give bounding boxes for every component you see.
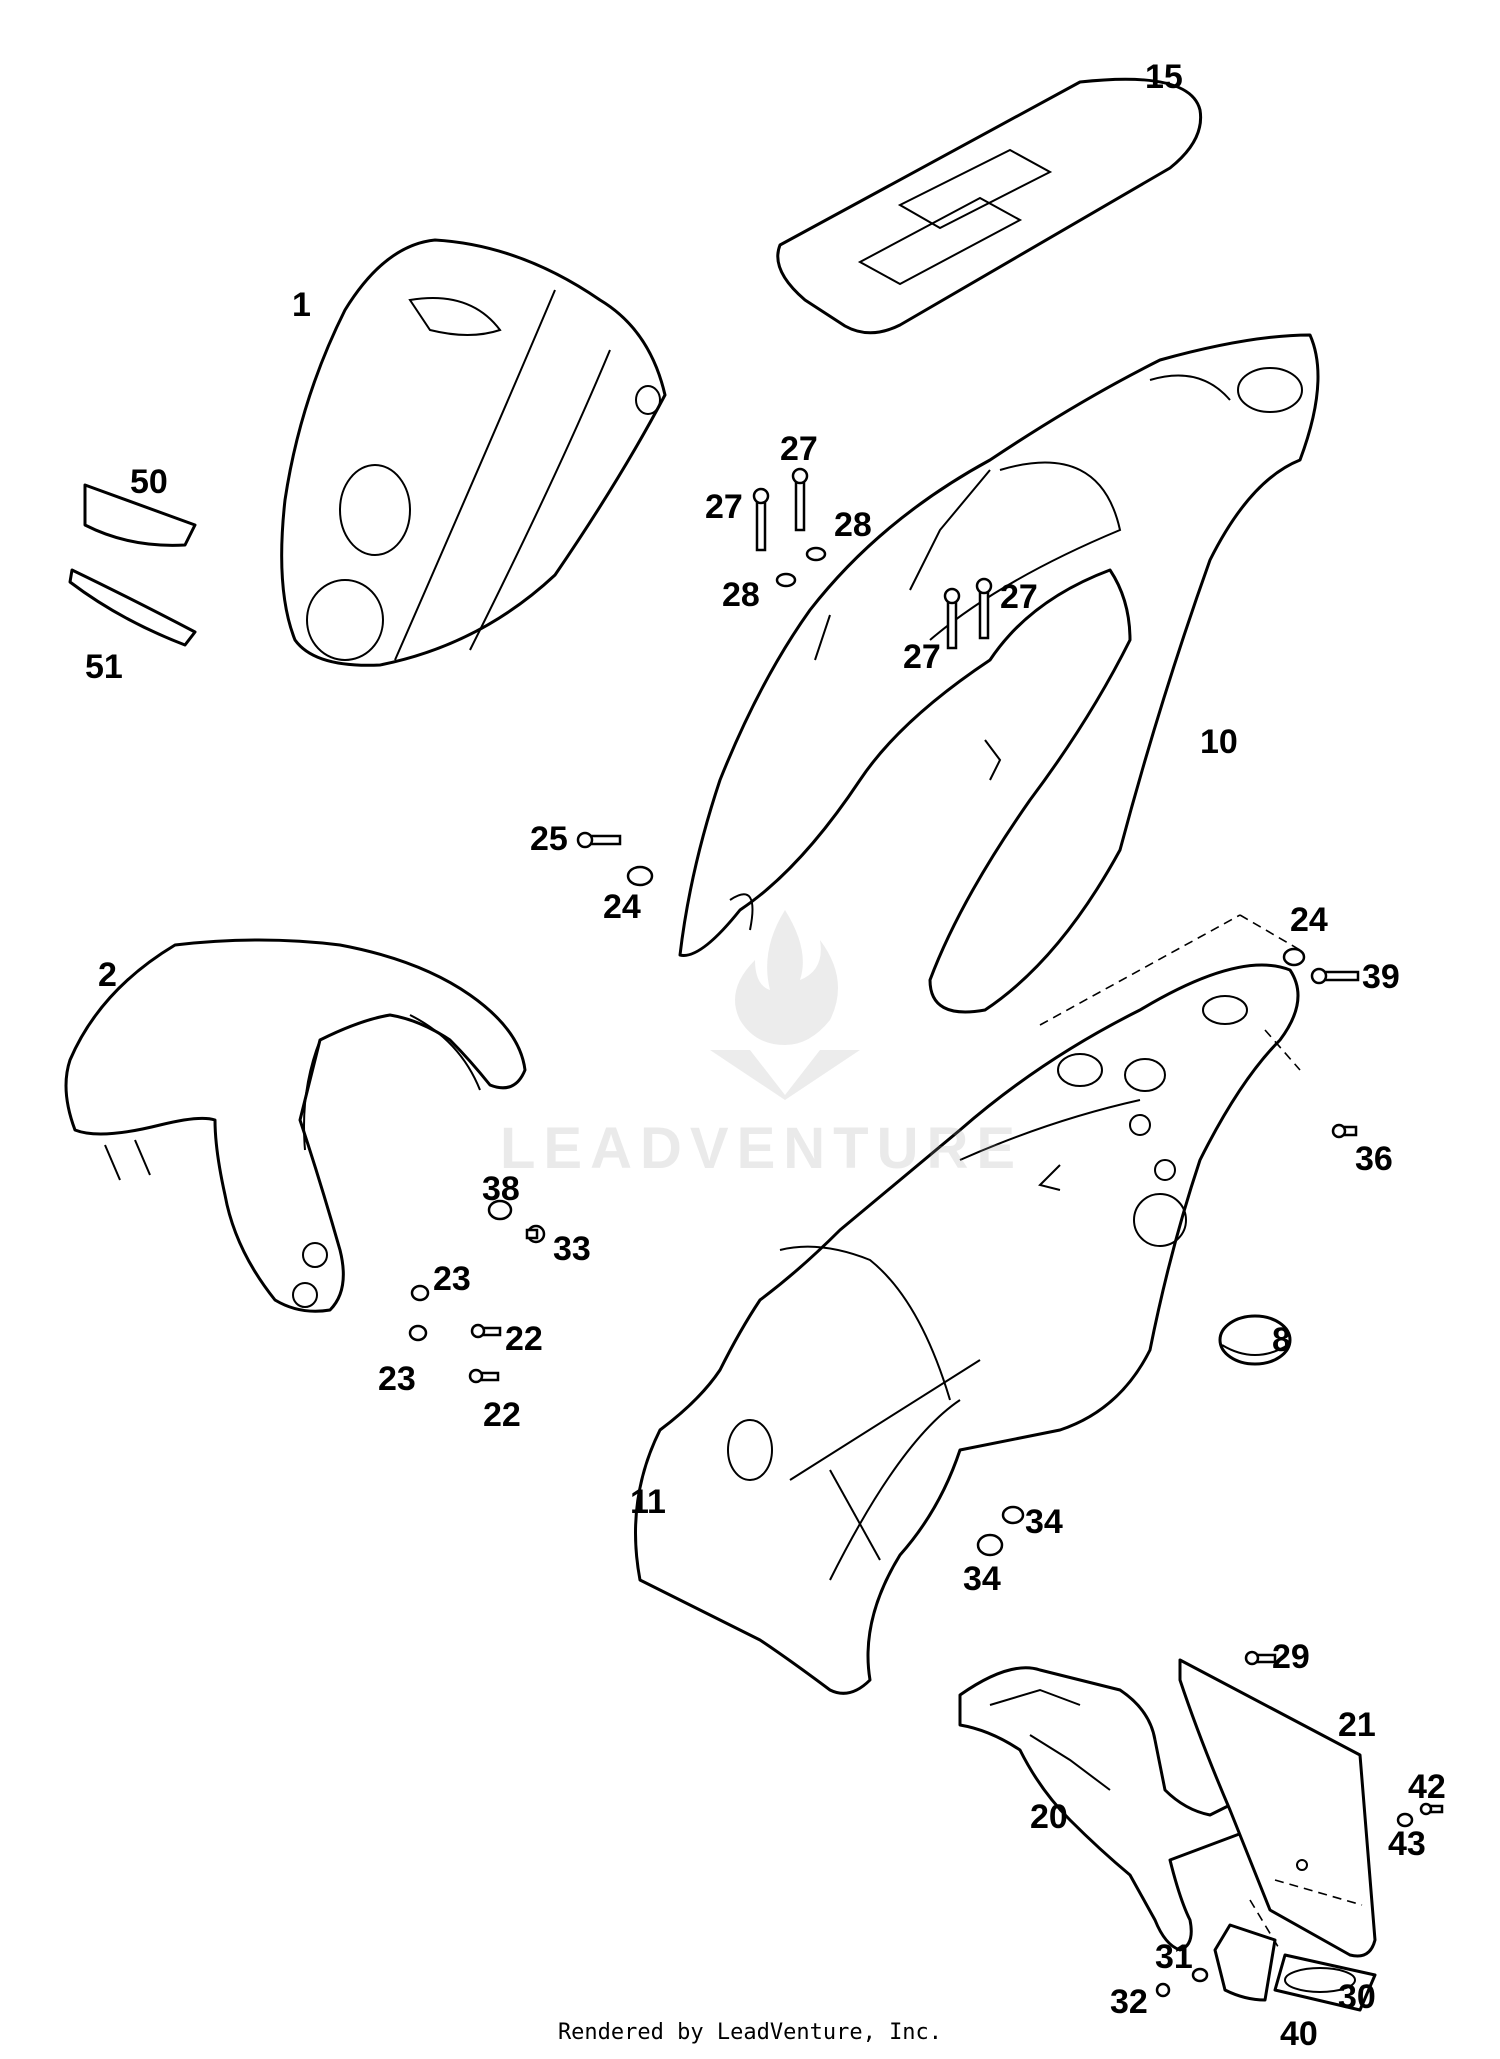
callout-33: 33 [553,1230,591,1268]
callout-10: 10 [1200,723,1238,761]
callout-11: 11 [630,1483,666,1521]
callout-31: 31 [1155,1938,1193,1976]
callout-40: 40 [1280,2015,1318,2053]
part-21-license-plate [1178,1658,1377,1958]
callout-22-lower: 22 [483,1396,521,1434]
part-15-seat-pad [776,77,1203,335]
part-50-sticker [83,483,197,547]
watermark-logo-icon [710,910,860,1100]
callout-21: 21 [1338,1706,1376,1744]
callout-28-left: 28 [722,576,760,614]
callout-51: 51 [85,648,123,686]
callout-36: 36 [1355,1140,1393,1178]
callout-34-lower: 34 [963,1560,1001,1598]
callout-50: 50 [130,463,168,501]
callout-27-left: 27 [705,488,743,526]
part-51-sticker [68,568,197,647]
callout-43: 43 [1388,1825,1426,1863]
callout-38: 38 [482,1170,520,1208]
callout-1: 1 [292,286,311,324]
callout-8: 8 [1272,1321,1291,1359]
part-40-bracket-plate [1213,1923,1277,2002]
callout-27-top: 27 [780,430,818,468]
assembly-lines [1039,914,1363,1951]
callout-24-right: 24 [1290,901,1328,939]
part-30-reflector [1273,1953,1377,2012]
part-8-rubber-cap [1218,1314,1292,1366]
part-11-rear-fender [634,963,1300,1695]
callout-32: 32 [1110,1983,1148,2021]
part-2-front-fender [64,938,527,1313]
callout-23-upper: 23 [433,1260,471,1298]
watermark-text: LEADVENTURE [500,1116,1024,1181]
callout-28-right: 28 [834,506,872,544]
hardware [408,467,1444,1998]
callout-23-lower: 23 [378,1360,416,1398]
footer-credit: Rendered by LeadVenture, Inc. [557,2020,943,2045]
callout-22-upper: 22 [505,1320,543,1358]
callout-42: 42 [1408,1768,1446,1806]
callout-15: 15 [1145,58,1183,96]
callout-29: 29 [1272,1638,1310,1676]
callout-20: 20 [1030,1798,1068,1836]
callout-27-right: 27 [1000,578,1038,616]
callout-30: 30 [1338,1978,1376,2016]
callout-24-left: 24 [603,888,641,926]
callout-25: 25 [530,820,568,858]
callout-34-right: 34 [1025,1503,1063,1541]
part-20-license-bracket [958,1666,1255,1952]
part-1-headlight-mask [280,238,667,667]
callout-27-lower: 27 [903,638,941,676]
callout-2: 2 [98,956,117,994]
part-10-tail-section [678,333,1320,1014]
callout-39: 39 [1362,958,1400,996]
